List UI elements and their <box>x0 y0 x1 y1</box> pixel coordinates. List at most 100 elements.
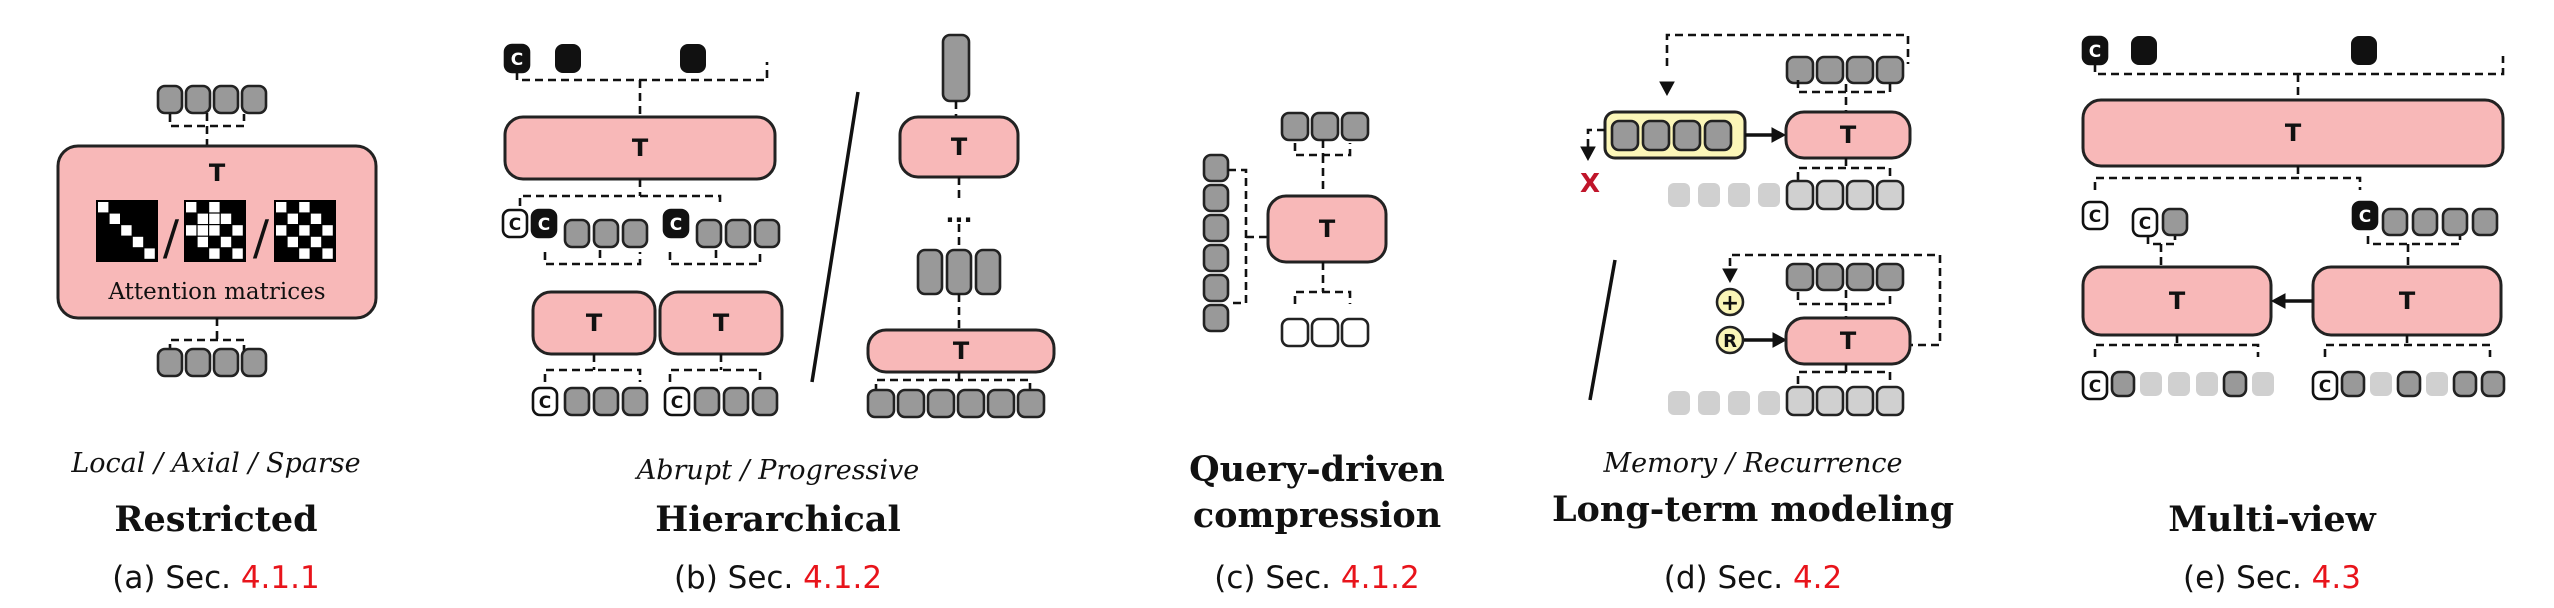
class-token-label: C <box>2089 42 2101 62</box>
matrix-cell <box>209 248 220 259</box>
token <box>1845 55 1875 85</box>
arrow-head <box>1580 146 1596 162</box>
token <box>1815 179 1845 211</box>
class-token <box>2081 200 2109 231</box>
panel-a-label: (a) Sec. <box>112 560 231 596</box>
token <box>693 386 721 417</box>
matrix-cell <box>132 236 144 248</box>
transformer-label: T <box>1319 215 1336 243</box>
class-token-label: C <box>2139 214 2151 234</box>
dashed-connector <box>1665 33 1910 66</box>
token <box>156 84 184 115</box>
dashed-bracket <box>2323 343 2492 357</box>
token-medium <box>974 248 1002 296</box>
faded-token <box>1728 391 1750 415</box>
token <box>1845 179 1875 211</box>
token <box>1280 317 1310 348</box>
token <box>722 386 750 417</box>
reset-node <box>1715 325 1745 355</box>
token <box>184 347 212 378</box>
token <box>2340 370 2366 398</box>
token <box>1785 385 1815 417</box>
token <box>956 388 986 419</box>
dashed-connector <box>1728 253 1942 347</box>
class-token-dark <box>530 208 558 239</box>
token <box>1845 385 1875 417</box>
panel-c-caption: (c) Sec. 4.1.2 <box>1214 560 1419 596</box>
class-token-label: C <box>511 50 523 70</box>
transformer-label: T <box>953 337 970 365</box>
matrix-cell <box>209 202 220 213</box>
panel-d-label: (d) Sec. <box>1663 560 1784 596</box>
token <box>212 347 240 378</box>
token-tall <box>941 33 971 103</box>
faded-token <box>2140 372 2162 396</box>
transformer-label: T <box>586 309 603 337</box>
token <box>156 347 184 378</box>
matrix-cell <box>209 213 220 224</box>
class-token <box>663 386 691 417</box>
class-token-label: C <box>509 215 521 235</box>
token <box>621 218 649 249</box>
matrix-cell <box>322 225 333 236</box>
token <box>2452 370 2478 398</box>
panel-b-label: (b) Sec. <box>673 560 794 596</box>
transformer-block <box>2081 98 2505 168</box>
dashed-bracket <box>515 62 769 82</box>
token-medium <box>945 248 973 296</box>
token <box>2222 370 2248 398</box>
matrix-cell <box>197 236 208 248</box>
transformer-label: T <box>2399 287 2416 315</box>
token-medium <box>916 248 944 296</box>
matrix-cell <box>197 213 208 224</box>
matrix-cell <box>109 213 120 224</box>
transformer-block <box>1784 316 1912 366</box>
transformer-block <box>1266 194 1388 264</box>
panel-e-label: (e) Sec. <box>2183 560 2302 596</box>
token <box>2411 207 2439 237</box>
matrix-cell <box>144 248 155 259</box>
dashed-bracket <box>2366 236 2462 246</box>
dashed-bracket <box>1796 292 1892 306</box>
dashed-bracket <box>1796 80 1892 94</box>
matrix-cell <box>299 248 310 259</box>
panel-a-ref-link[interactable]: 4.1.1 <box>240 560 320 596</box>
panel-d-subtitle: Memory / Recurrence <box>1603 448 1903 479</box>
arrow-head <box>2270 293 2286 309</box>
dashed-bracket <box>518 194 722 206</box>
token <box>1815 55 1845 85</box>
matrix-cell <box>197 225 208 236</box>
panel-b-ref-link[interactable]: 4.1.2 <box>803 560 883 596</box>
faded-token <box>1668 183 1690 207</box>
token <box>1202 243 1230 273</box>
panel-a-subtitle: Local / Axial / Sparse <box>71 448 361 479</box>
matrix-cell <box>310 213 322 224</box>
matrix-cell <box>98 202 109 213</box>
faded-token <box>2370 372 2392 396</box>
add-node <box>1715 287 1745 317</box>
token <box>1785 55 1815 85</box>
token <box>1641 119 1671 152</box>
matrix-cell <box>322 248 333 259</box>
dashed-bracket <box>2093 343 2260 357</box>
panel-e-title: Multi-view <box>2168 499 2376 540</box>
token <box>751 386 779 417</box>
panel-c-ref-link[interactable]: 4.1.2 <box>1340 560 1420 596</box>
transformer-label: T <box>1840 121 1857 149</box>
faded-token <box>1668 391 1690 415</box>
panel-d-ref-link[interactable]: 4.2 <box>1792 560 1843 596</box>
transformer-label: T <box>209 159 226 187</box>
token <box>621 386 649 417</box>
matrix-cell <box>186 202 197 213</box>
panel-e-ref-link[interactable]: 4.3 <box>2311 560 2361 596</box>
token <box>592 218 620 249</box>
matrix-separator: / <box>163 210 180 266</box>
token <box>1875 179 1905 211</box>
token <box>1202 213 1230 243</box>
matrix-cell <box>276 225 287 236</box>
class-token <box>501 208 529 239</box>
class-token-dark <box>2351 200 2379 231</box>
token <box>2161 207 2189 237</box>
matrix-cell <box>220 236 232 248</box>
